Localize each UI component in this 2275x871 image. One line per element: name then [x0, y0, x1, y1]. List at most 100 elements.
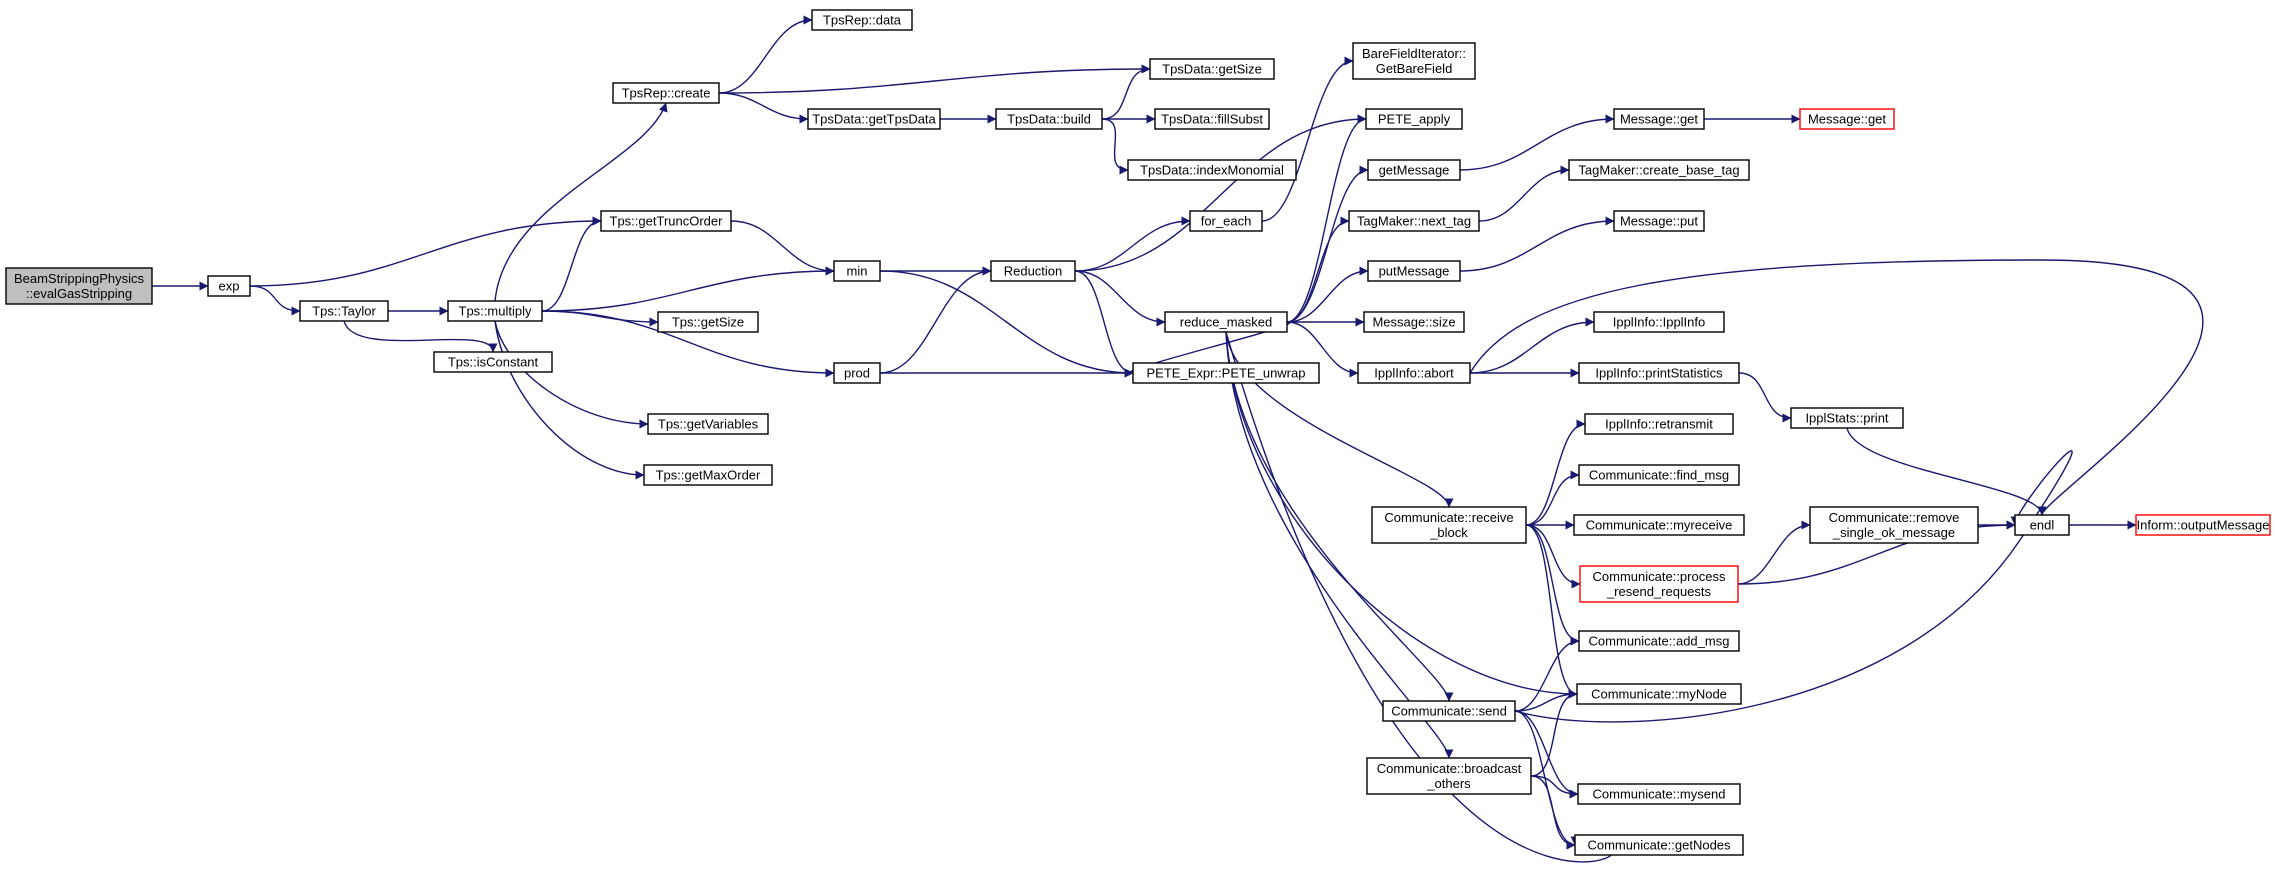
node-messagesize[interactable]: Message::size: [1363, 311, 1465, 333]
node-root[interactable]: BeamStrippingPhysics::evalGasStripping: [5, 267, 153, 305]
node-mynode[interactable]: Communicate::myNode: [1576, 683, 1742, 705]
edge-tpsrepcreate-to-gettpsdata: [718, 92, 809, 124]
node-indexmonomial[interactable]: TpsData::indexMonomial: [1127, 159, 1297, 181]
edge-multiply-to-getsize: [541, 310, 659, 327]
node-label: Tps::Taylor: [312, 304, 376, 319]
edge-receiveblock-to-findmsg: [1525, 470, 1580, 526]
node-getnodes[interactable]: Communicate::getNodes: [1574, 834, 1744, 856]
node-endl[interactable]: endl: [2014, 514, 2070, 536]
node-reduction[interactable]: Reduction: [990, 260, 1076, 282]
node-label: IpplInfo::abort: [1374, 366, 1454, 381]
node-label: TpsRep::create: [622, 86, 711, 101]
node-putmessage[interactable]: putMessage: [1367, 260, 1461, 282]
node-box: [1578, 630, 1740, 652]
node-outputmessage[interactable]: Inform::outputMessage: [2135, 514, 2271, 536]
node-tpsrepdata[interactable]: TpsRep::data: [811, 9, 913, 31]
node-box: [990, 260, 1076, 282]
edge-reducemasked-to-ipplabort: [1286, 321, 1359, 378]
node-ipplstatsprint[interactable]: IpplStats::print: [1790, 407, 1904, 429]
node-myreceive[interactable]: Communicate::myreceive: [1573, 514, 1745, 536]
node-box: [1574, 834, 1744, 856]
nodes-layer: BeamStrippingPhysics::evalGasStripping ex…: [5, 9, 2271, 856]
edge-reducemasked-to-receiveblock: [1225, 331, 1454, 508]
node-peteunwrap[interactable]: PETE_Expr::PETE_unwrap: [1132, 362, 1320, 384]
node-removesingle[interactable]: Communicate::remove_single_ok_message: [1809, 506, 1979, 544]
node-messageget[interactable]: Message::get: [1613, 108, 1705, 130]
node-label: Inform::outputMessage: [2137, 518, 2270, 533]
node-label: prod: [844, 366, 870, 381]
edge-tpsdatabuild-to-tpsdatagetsize: [1101, 64, 1151, 120]
node-messageput[interactable]: Message::put: [1613, 210, 1705, 232]
node-box: [600, 210, 732, 232]
edge-tpsrepcreate-to-tpsdatagetsize: [718, 64, 1151, 94]
node-receiveblock[interactable]: Communicate::receive_block: [1371, 506, 1527, 544]
node-findmsg[interactable]: Communicate::find_msg: [1578, 464, 1740, 486]
node-label: Tps::getVariables: [658, 417, 759, 432]
edge-putmessage-to-messageput: [1459, 216, 1615, 272]
edge-reduction-to-foreach: [1074, 216, 1191, 272]
node-multiply[interactable]: Tps::multiply: [447, 300, 543, 322]
node-send[interactable]: Communicate::send: [1382, 700, 1516, 722]
node-prod[interactable]: prod: [833, 362, 881, 384]
edge-send-to-endl: [1514, 450, 2073, 723]
node-tpsdatagetsize[interactable]: TpsData::getSize: [1149, 58, 1275, 80]
node-label: PETE_apply: [1378, 112, 1451, 127]
node-label: Tps::multiply: [459, 304, 532, 319]
node-retransmit[interactable]: IpplInfo::retransmit: [1584, 413, 1734, 435]
node-min[interactable]: min: [833, 260, 881, 282]
edge-send-to-mysend: [1514, 710, 1579, 799]
node-isconstant[interactable]: Tps::isConstant: [433, 351, 553, 373]
node-foreach[interactable]: for_each: [1189, 210, 1263, 232]
node-tpsdatabuild[interactable]: TpsData::build: [995, 108, 1103, 130]
node-fillsubst[interactable]: TpsData::fillSubst: [1154, 108, 1270, 130]
edge-printstatistics-to-ipplstatsprint: [1738, 372, 1792, 423]
edge-receiveblock-to-processresend: [1525, 524, 1581, 589]
node-ipplabort[interactable]: IpplInfo::abort: [1357, 362, 1471, 384]
node-ipplinfoctor[interactable]: IpplInfo::IpplInfo: [1593, 311, 1725, 333]
node-mysend[interactable]: Communicate::mysend: [1577, 783, 1741, 805]
edge-reduction-to-reducemasked: [1074, 270, 1166, 327]
node-createbasetag[interactable]: TagMaker::create_base_tag: [1568, 159, 1750, 181]
node-barefield[interactable]: BareFieldIterator::GetBareField: [1352, 42, 1476, 80]
edge-ipplstatsprint-to-endl: [1846, 427, 2047, 516]
node-label: Message::put: [1620, 214, 1698, 229]
node-broadcast[interactable]: Communicate::broadcast_others: [1366, 757, 1532, 795]
node-label: putMessage: [1379, 264, 1450, 279]
node-reducemasked[interactable]: reduce_masked: [1164, 311, 1288, 333]
node-addmsg[interactable]: Communicate::add_msg: [1578, 630, 1740, 652]
node-box: [1584, 413, 1734, 435]
node-box: [1576, 683, 1742, 705]
node-label: TagMaker::next_tag: [1357, 214, 1471, 229]
node-gettruncorder[interactable]: Tps::getTruncOrder: [600, 210, 732, 232]
node-getvariables[interactable]: Tps::getVariables: [647, 413, 769, 435]
node-nexttag[interactable]: TagMaker::next_tag: [1348, 210, 1480, 232]
edge-multiply-to-tpsrepcreate: [494, 102, 668, 302]
edge-broadcast-to-mysend: [1530, 775, 1579, 799]
node-peteapply[interactable]: PETE_apply: [1365, 108, 1463, 130]
node-box: [1164, 311, 1288, 333]
node-messageget2[interactable]: Message::get: [1799, 108, 1895, 130]
edge-min-to-peteunwrap: [879, 270, 1134, 378]
node-gettpsdata[interactable]: TpsData::getTpsData: [807, 108, 941, 130]
node-box: [433, 351, 553, 373]
node-processresend[interactable]: Communicate::process_resend_requests: [1579, 565, 1739, 603]
node-exp[interactable]: exp: [207, 275, 251, 297]
node-box: [1189, 210, 1263, 232]
node-box: [1579, 565, 1739, 603]
node-box: [1149, 58, 1275, 80]
node-label: Tps::isConstant: [448, 355, 539, 370]
node-label: Communicate::myreceive: [1586, 518, 1733, 533]
node-box: [1809, 506, 1979, 544]
node-box: [1578, 464, 1740, 486]
node-printstatistics[interactable]: IpplInfo::printStatistics: [1578, 362, 1740, 384]
node-getmaxorder[interactable]: Tps::getMaxOrder: [643, 464, 773, 486]
edge-exp-to-taylor: [249, 285, 301, 316]
node-box: [833, 362, 881, 384]
node-getsize[interactable]: Tps::getSize: [657, 311, 759, 333]
node-tpsrepcreate[interactable]: TpsRep::create: [612, 82, 720, 104]
node-label: Communicate::add_msg: [1589, 634, 1730, 649]
node-getmessage[interactable]: getMessage: [1367, 159, 1461, 181]
edge-nexttag-to-createbasetag: [1478, 165, 1570, 222]
node-taylor[interactable]: Tps::Taylor: [299, 300, 389, 322]
